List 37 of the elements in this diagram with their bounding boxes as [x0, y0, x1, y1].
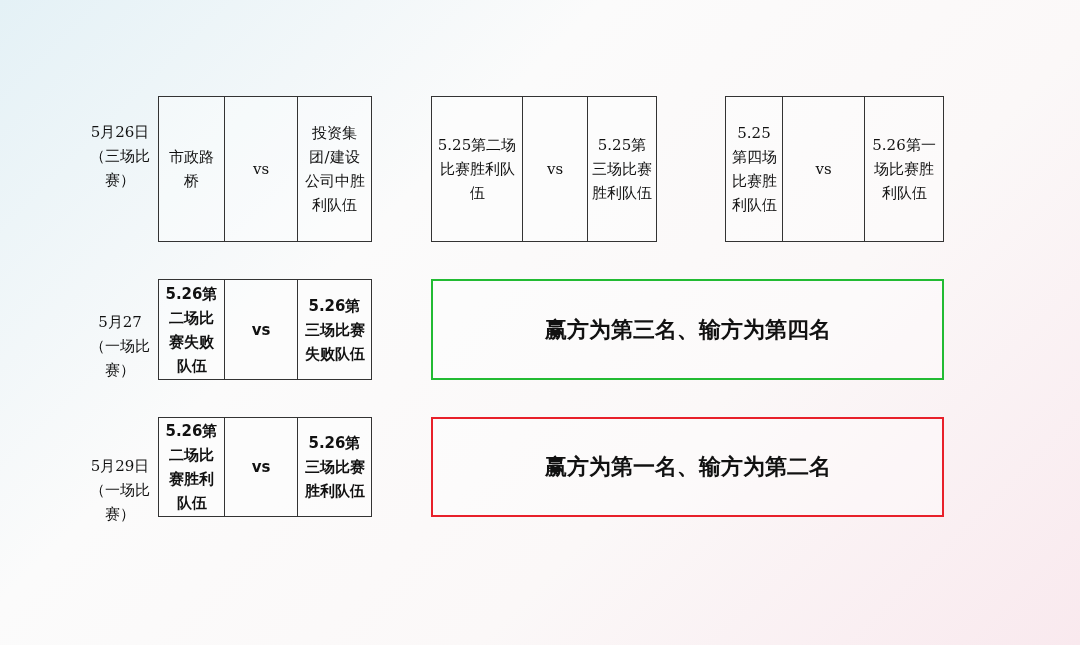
team-cell — [522, 96, 588, 242]
result-box — [431, 279, 944, 380]
team-cell — [224, 279, 298, 380]
team-name: 投资集团/建设公司中胜利队伍 — [303, 123, 366, 216]
team-name: vs — [250, 319, 272, 341]
date-label: 5月29日（一场比赛） — [89, 456, 151, 525]
team-cell — [864, 96, 944, 242]
team-name: 5.26第二场比赛失败队伍 — [164, 283, 219, 377]
date-label: 5月27（一场比赛） — [90, 312, 150, 381]
team-name: 5.25第三场比赛胜利队伍 — [591, 135, 653, 204]
team-cell — [725, 96, 783, 242]
team-name: 5.26第二场比赛胜利队伍 — [164, 421, 219, 514]
result-text: 赢方为第一名、输方为第二名 — [543, 455, 832, 479]
team-cell — [297, 279, 372, 380]
team-name: 5.26第三场比赛失败队伍 — [303, 295, 366, 365]
team-name: 5.26第一场比赛胜利队伍 — [871, 135, 937, 204]
result-text: 赢方为第三名、输方为第四名 — [543, 317, 832, 342]
team-name: 5.26第三场比赛胜利队伍 — [303, 433, 366, 502]
team-name: vs — [251, 159, 271, 180]
team-name: 市政路桥 — [168, 147, 215, 192]
team-cell — [431, 96, 523, 242]
team-cell — [224, 417, 298, 517]
team-cell — [587, 96, 657, 242]
team-name: vs — [814, 159, 833, 180]
team-name: vs — [545, 159, 565, 180]
team-cell — [158, 279, 225, 380]
result-box — [431, 417, 944, 517]
team-name: 5.25第四场比赛胜利队伍 — [730, 123, 778, 216]
date-label: 5月26日（三场比赛） — [90, 122, 150, 191]
team-cell — [782, 96, 865, 242]
team-cell — [224, 96, 298, 242]
team-cell — [158, 96, 225, 242]
team-name: vs — [250, 457, 272, 478]
team-cell — [297, 96, 372, 242]
team-cell — [297, 417, 372, 517]
team-name: 5.25第二场比赛胜利队伍 — [436, 135, 518, 204]
team-cell — [158, 417, 225, 517]
